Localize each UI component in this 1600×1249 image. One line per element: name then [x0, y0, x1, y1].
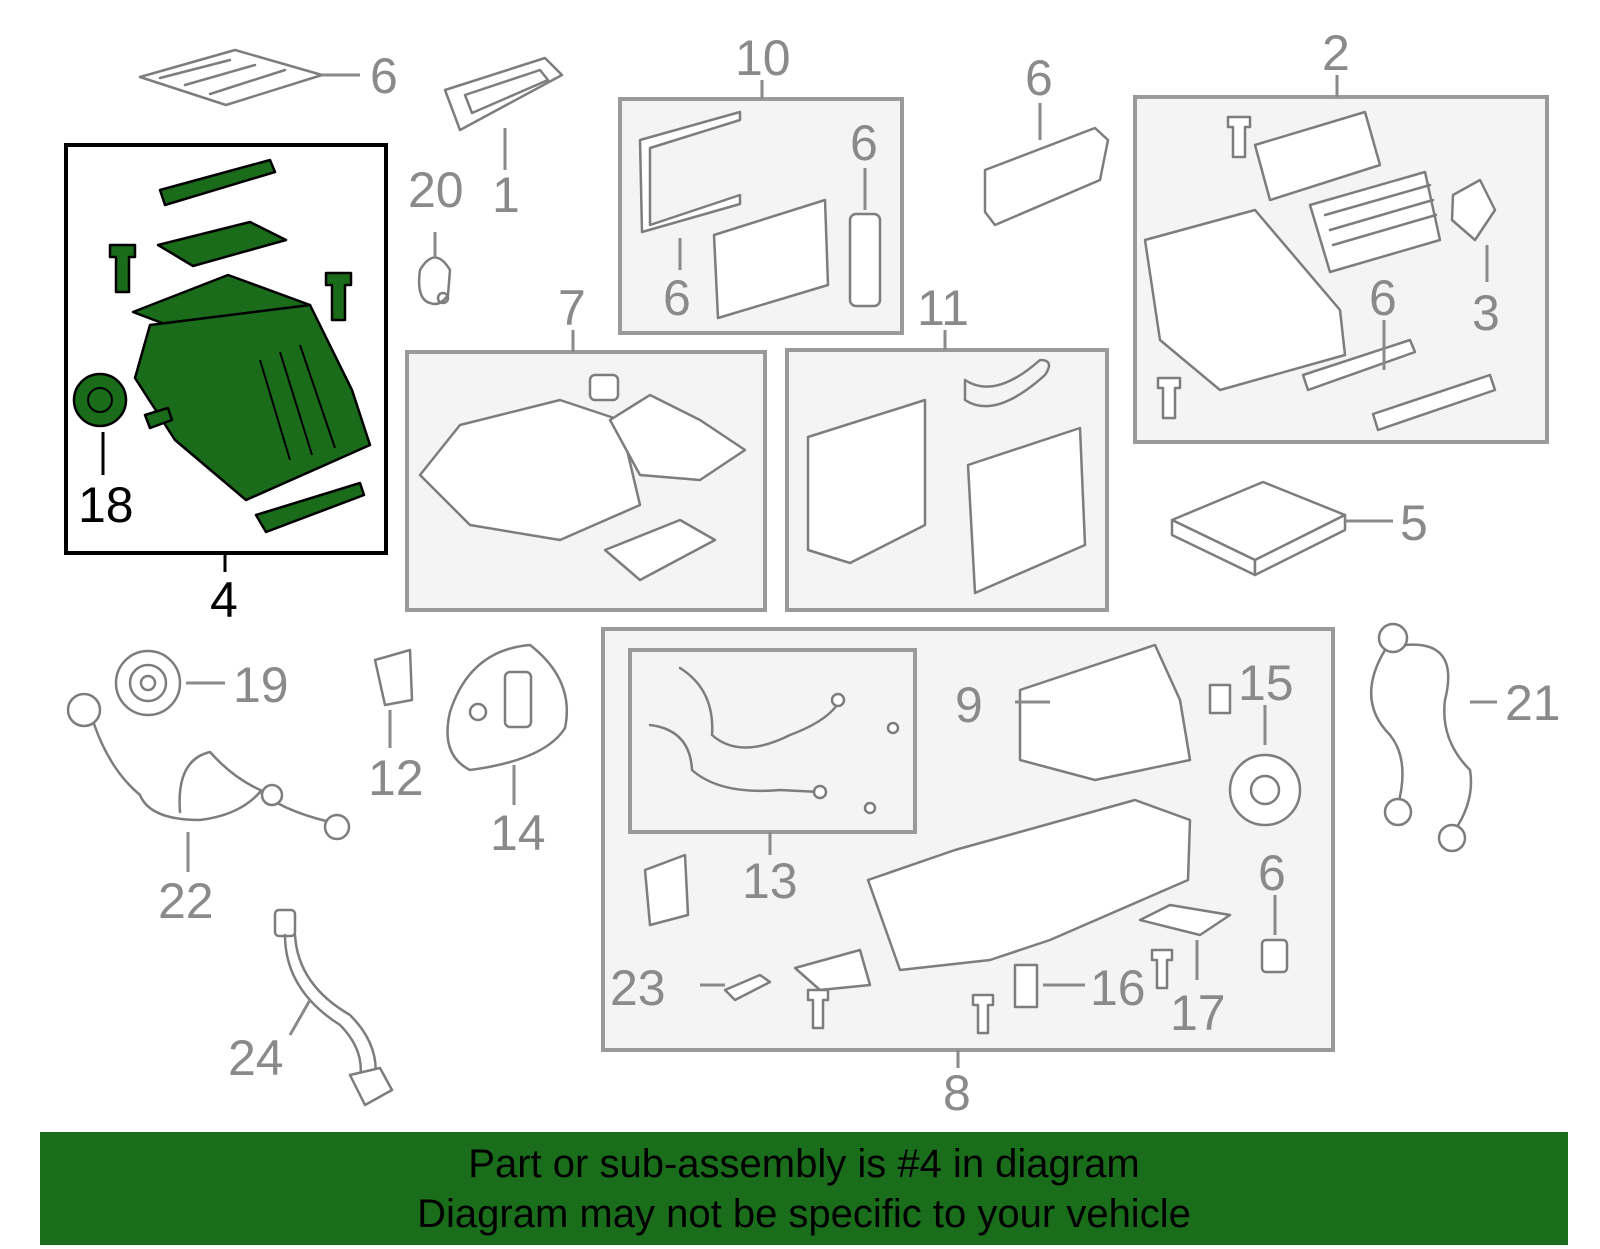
- hvac-case-assembly-4[interactable]: [72, 158, 372, 534]
- callout-11: 11: [917, 280, 969, 336]
- cabin-filter-5: [1170, 480, 1347, 577]
- callout-20: 20: [408, 162, 464, 218]
- callout-6: 6: [1369, 270, 1397, 326]
- callout-5: 5: [1400, 495, 1428, 551]
- blower-wheel-19: [114, 649, 182, 717]
- cover-14: [446, 643, 569, 772]
- blower-wheel-18[interactable]: [72, 372, 128, 428]
- callout-10: 10: [735, 30, 791, 86]
- callout-9: 9: [955, 677, 983, 733]
- harness-22: [66, 692, 351, 841]
- callout-4: 4: [210, 572, 238, 628]
- bolt-icon: [1156, 376, 1182, 420]
- callout-15: 15: [1238, 655, 1294, 711]
- grommet-20: [417, 256, 452, 306]
- drain-hose-24: [273, 908, 394, 1107]
- callout-16: 16: [1090, 960, 1146, 1016]
- callout-23: 23: [610, 960, 666, 1016]
- callout-24: 24: [228, 1030, 284, 1086]
- filter-panel-6-top: [138, 48, 324, 107]
- lower-case-8: [643, 643, 1302, 1035]
- callout-22: 22: [158, 873, 214, 929]
- callout-21: 21: [1505, 675, 1561, 731]
- seal-1: [443, 56, 564, 132]
- upper-case-7: [418, 373, 747, 582]
- actuator-12: [373, 648, 414, 707]
- bolt-icon: [324, 271, 353, 322]
- evaporator-core-11: [806, 358, 1087, 595]
- seal-group-10: [638, 110, 882, 320]
- group-box-13: [628, 648, 917, 834]
- bolt-icon: [971, 993, 995, 1035]
- callout-7: 7: [558, 280, 586, 336]
- callout-6: 6: [850, 115, 878, 171]
- seal-6-right: [983, 126, 1110, 227]
- callout-14: 14: [490, 805, 546, 861]
- bolt-icon: [1150, 948, 1174, 990]
- bolt-icon: [1226, 115, 1252, 159]
- banner-line-2: Diagram may not be specific to your vehi…: [417, 1192, 1191, 1236]
- lines-13: [648, 666, 900, 815]
- callout-6: 6: [663, 270, 691, 326]
- callout-19: 19: [233, 657, 289, 713]
- bolt-icon: [108, 243, 137, 294]
- parts-diagram: 6 1 20 10 6 6 6 2 3 6 7 11 5 18 4 19 12 …: [64, 25, 1561, 1121]
- blower-case-2: [1143, 110, 1497, 432]
- callout-18: 18: [78, 477, 134, 533]
- callout-6: 6: [370, 48, 398, 104]
- info-banner: Part or sub-assembly is #4 in diagram Di…: [40, 1132, 1568, 1245]
- callout-2: 2: [1322, 25, 1350, 81]
- callout-8: 8: [943, 1065, 971, 1121]
- callout-17: 17: [1170, 985, 1226, 1041]
- callout-6: 6: [1025, 50, 1053, 106]
- bolt-icon: [806, 988, 830, 1030]
- harness-21: [1369, 622, 1473, 853]
- callout-6: 6: [1258, 845, 1286, 901]
- callout-12: 12: [368, 750, 424, 806]
- callout-1: 1: [492, 167, 520, 223]
- banner-line-1: Part or sub-assembly is #4 in diagram: [468, 1142, 1140, 1186]
- callout-13: 13: [742, 853, 798, 909]
- callout-3: 3: [1472, 285, 1500, 341]
